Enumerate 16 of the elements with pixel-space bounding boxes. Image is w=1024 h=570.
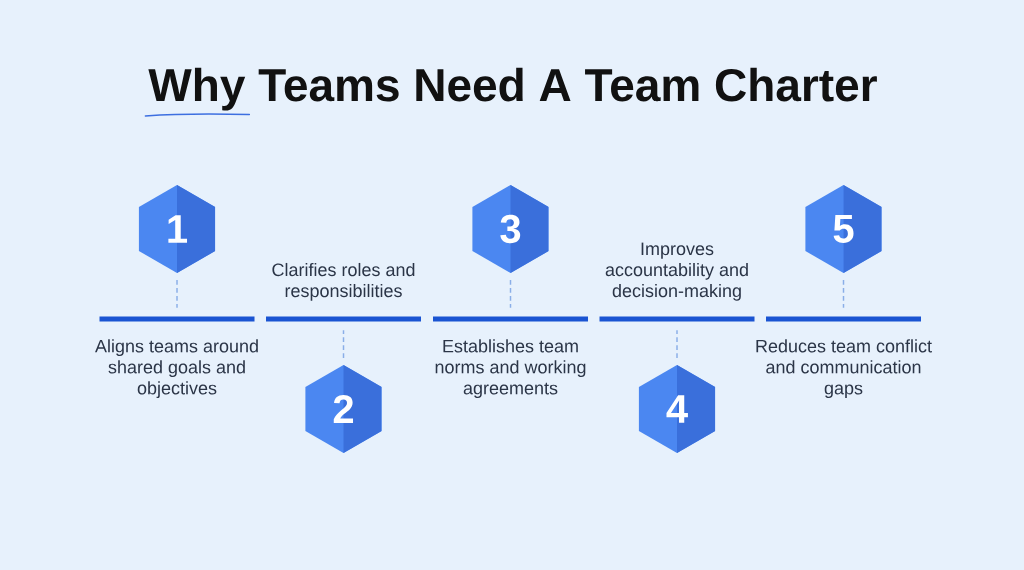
numbered-hexagon: 2	[305, 365, 382, 453]
numbered-hexagon: 4	[638, 365, 716, 453]
description-text: Establishes team norms and working agreements	[435, 339, 586, 399]
description-text: Aligns teams around shared goals and objectives	[95, 339, 258, 399]
description-text: Clarifies roles and responsibilities	[272, 262, 415, 301]
description-text: Reduces team conflict and communication gaps	[756, 339, 932, 399]
dashed-connector	[342, 329, 345, 359]
dashed-connector	[176, 279, 178, 309]
description-text: Improves accountability and decision-making	[605, 242, 748, 301]
dashed-connector	[676, 329, 678, 359]
numbered-hexagon: 5	[805, 185, 882, 273]
numbered-hexagon: 1	[138, 185, 216, 273]
title: Why Teams Need A Team Charter	[148, 67, 877, 111]
numbered-hexagon: 3	[472, 185, 549, 273]
dashed-connector	[509, 279, 512, 309]
dashed-connector	[842, 279, 845, 309]
